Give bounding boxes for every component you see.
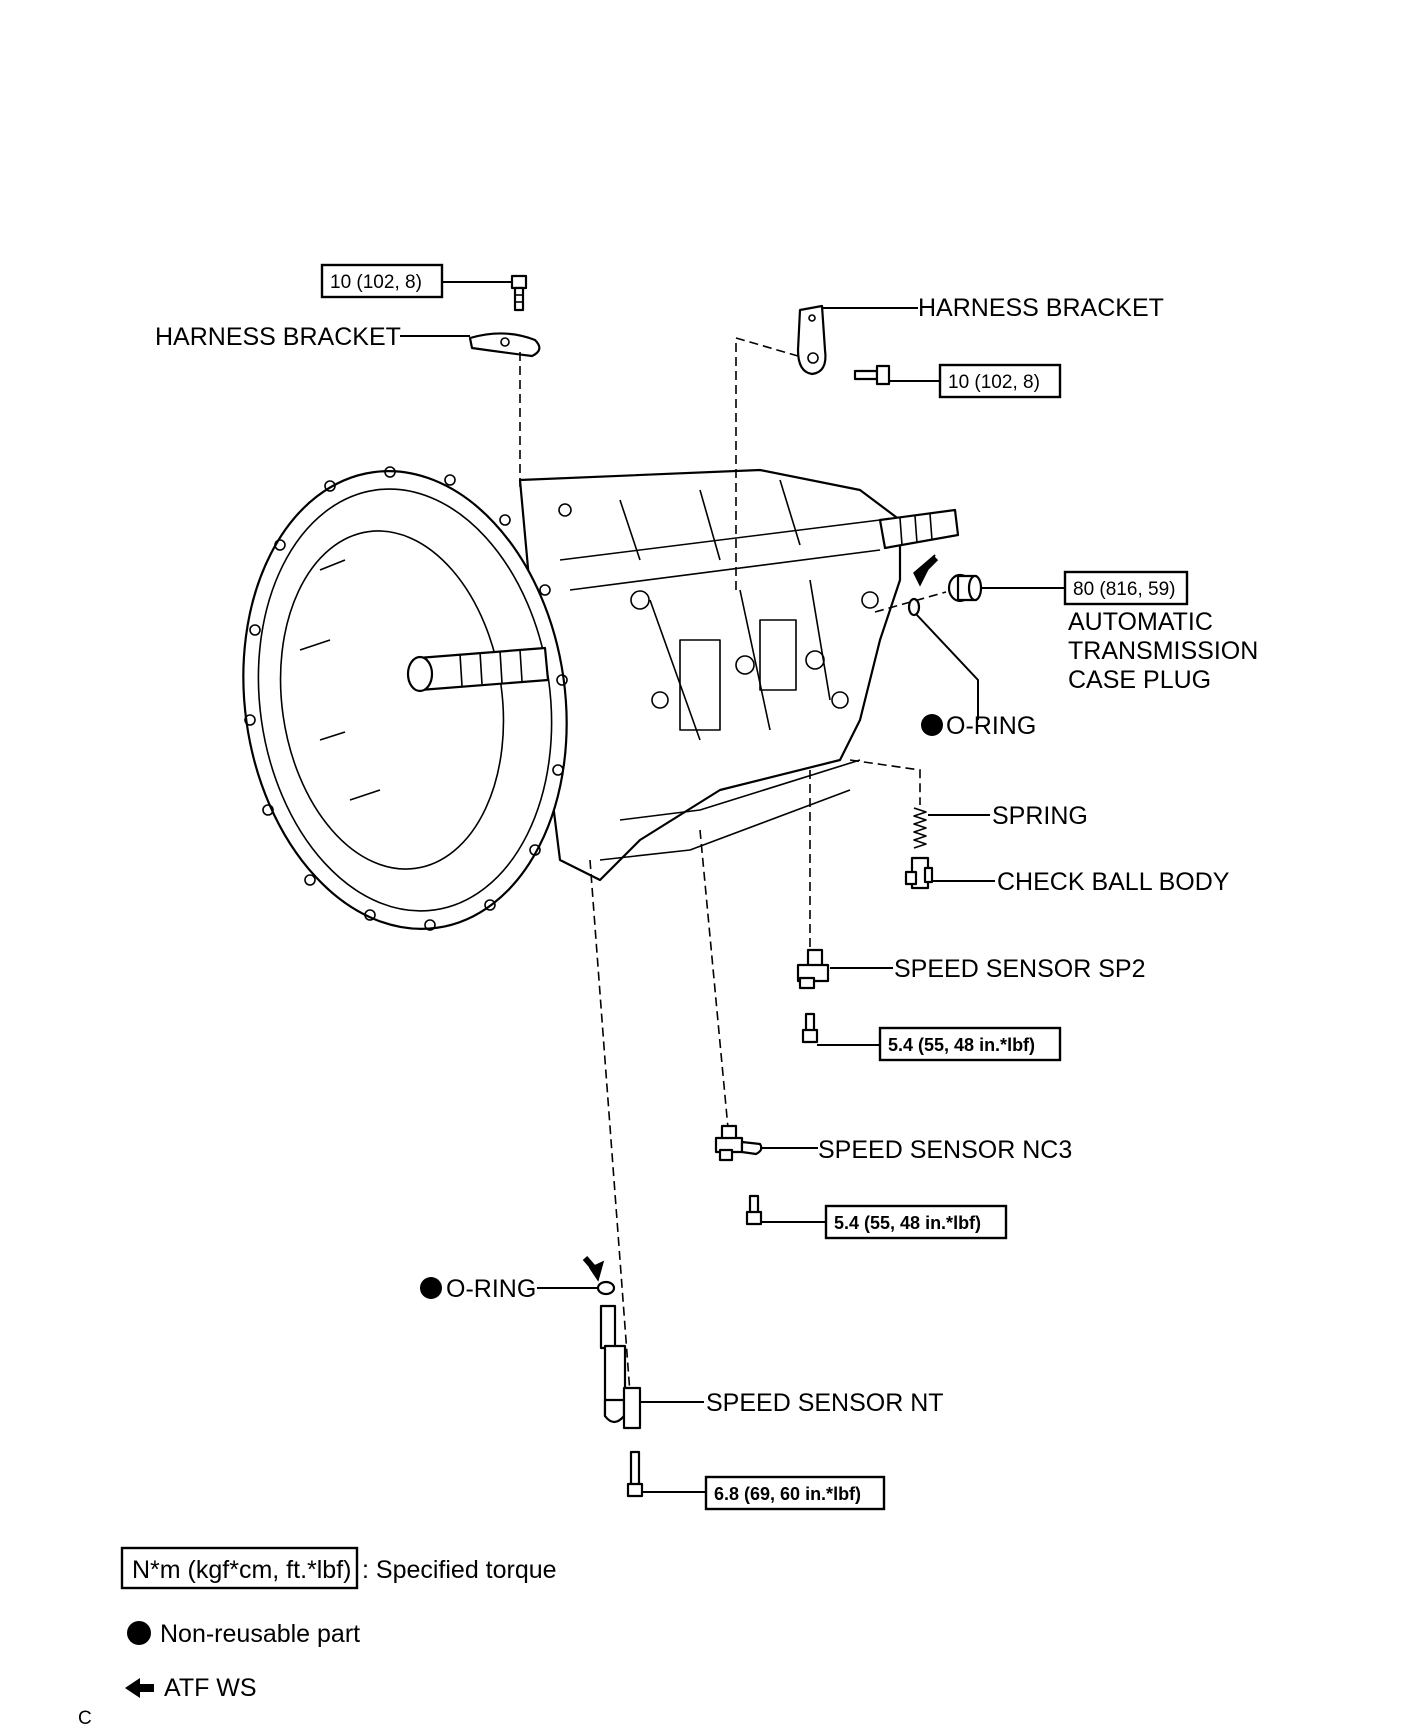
flange-bolt-holes	[244, 466, 568, 931]
speed-sensor-sp2-label: SPEED SENSOR SP2	[894, 955, 1145, 983]
case-plug-label-line1: AUTOMATIC	[1068, 608, 1213, 636]
o-ring-upper-part	[907, 597, 921, 617]
check-ball-body-label: CHECK BALL BODY	[997, 868, 1230, 896]
torque-box-harness-right: 10 (102, 8)	[938, 363, 1062, 399]
torque-box-nc3: 5.4 (55, 48 in.*lbf)	[824, 1204, 1008, 1240]
atf-arrow-upper-icon	[913, 554, 939, 587]
speed-sensor-sp2-part	[796, 948, 830, 990]
torque-case-plug-text: 80 (816, 59)	[1073, 579, 1175, 600]
spring-part	[913, 807, 927, 849]
torque-nc3-text: 5.4 (55, 48 in.*lbf)	[834, 1213, 981, 1233]
nt-bolt-part	[626, 1450, 644, 1498]
case-plug-part	[947, 573, 983, 603]
speed-sensor-nt-label: SPEED SENSOR NT	[706, 1389, 944, 1417]
non-reusable-marker-lower-icon	[420, 1277, 442, 1299]
torque-box-case-plug: 80 (816, 59)	[1063, 570, 1189, 606]
torque-harness-left-text: 10 (102, 8)	[330, 272, 422, 293]
spring-label: SPRING	[992, 802, 1088, 830]
speed-sensor-nc3-label: SPEED SENSOR NC3	[818, 1136, 1072, 1164]
torque-box-sp2: 5.4 (55, 48 in.*lbf)	[878, 1026, 1062, 1062]
sp2-bolt-part	[801, 1012, 819, 1044]
harness-bracket-right-part	[796, 304, 827, 376]
speed-sensor-nt-part	[599, 1304, 642, 1430]
harness-bracket-left-label: HARNESS BRACKET	[155, 323, 401, 351]
legend-atf-arrow-icon	[125, 1678, 154, 1698]
non-reusable-marker-upper-icon	[921, 714, 943, 736]
transmission-assembly	[242, 466, 960, 931]
torque-harness-right-text: 10 (102, 8)	[948, 372, 1040, 393]
nc3-bolt-part	[745, 1194, 763, 1226]
torque-box-nt: 6.8 (69, 60 in.*lbf)	[704, 1475, 886, 1511]
atf-arrow-lower-icon	[582, 1256, 605, 1282]
legend-non-reusable-text: Non-reusable part	[160, 1620, 360, 1648]
harness-bracket-left-part	[468, 332, 541, 358]
harness-bracket-left-bolt	[510, 274, 528, 312]
case-plug-label-line2: TRANSMISSION	[1068, 637, 1258, 665]
harness-bracket-right-label: HARNESS BRACKET	[918, 294, 1164, 322]
speed-sensor-nc3-part	[714, 1124, 763, 1162]
legend-torque-unit: N*m (kgf*cm, ft.*lbf)	[132, 1556, 351, 1584]
torque-nt-text: 6.8 (69, 60 in.*lbf)	[714, 1484, 861, 1504]
case-plug-label-line3: CASE PLUG	[1068, 666, 1211, 694]
legend: N*m (kgf*cm, ft.*lbf) : Specified torque…	[120, 1546, 557, 1702]
o-ring-lower-part	[596, 1280, 616, 1296]
torque-box-harness-left: 10 (102, 8)	[320, 263, 444, 299]
legend-torque-desc: : Specified torque	[362, 1556, 557, 1584]
o-ring-lower-label: O-RING	[446, 1275, 536, 1303]
o-ring-upper-label: O-RING	[946, 712, 1036, 740]
harness-bracket-right-bolt	[853, 364, 891, 386]
legend-non-reusable-icon	[127, 1621, 151, 1645]
corner-mark: C	[78, 1708, 92, 1729]
legend-atf-text: ATF WS	[164, 1674, 257, 1702]
torque-sp2-text: 5.4 (55, 48 in.*lbf)	[888, 1035, 1035, 1055]
check-ball-body-part	[904, 856, 934, 890]
